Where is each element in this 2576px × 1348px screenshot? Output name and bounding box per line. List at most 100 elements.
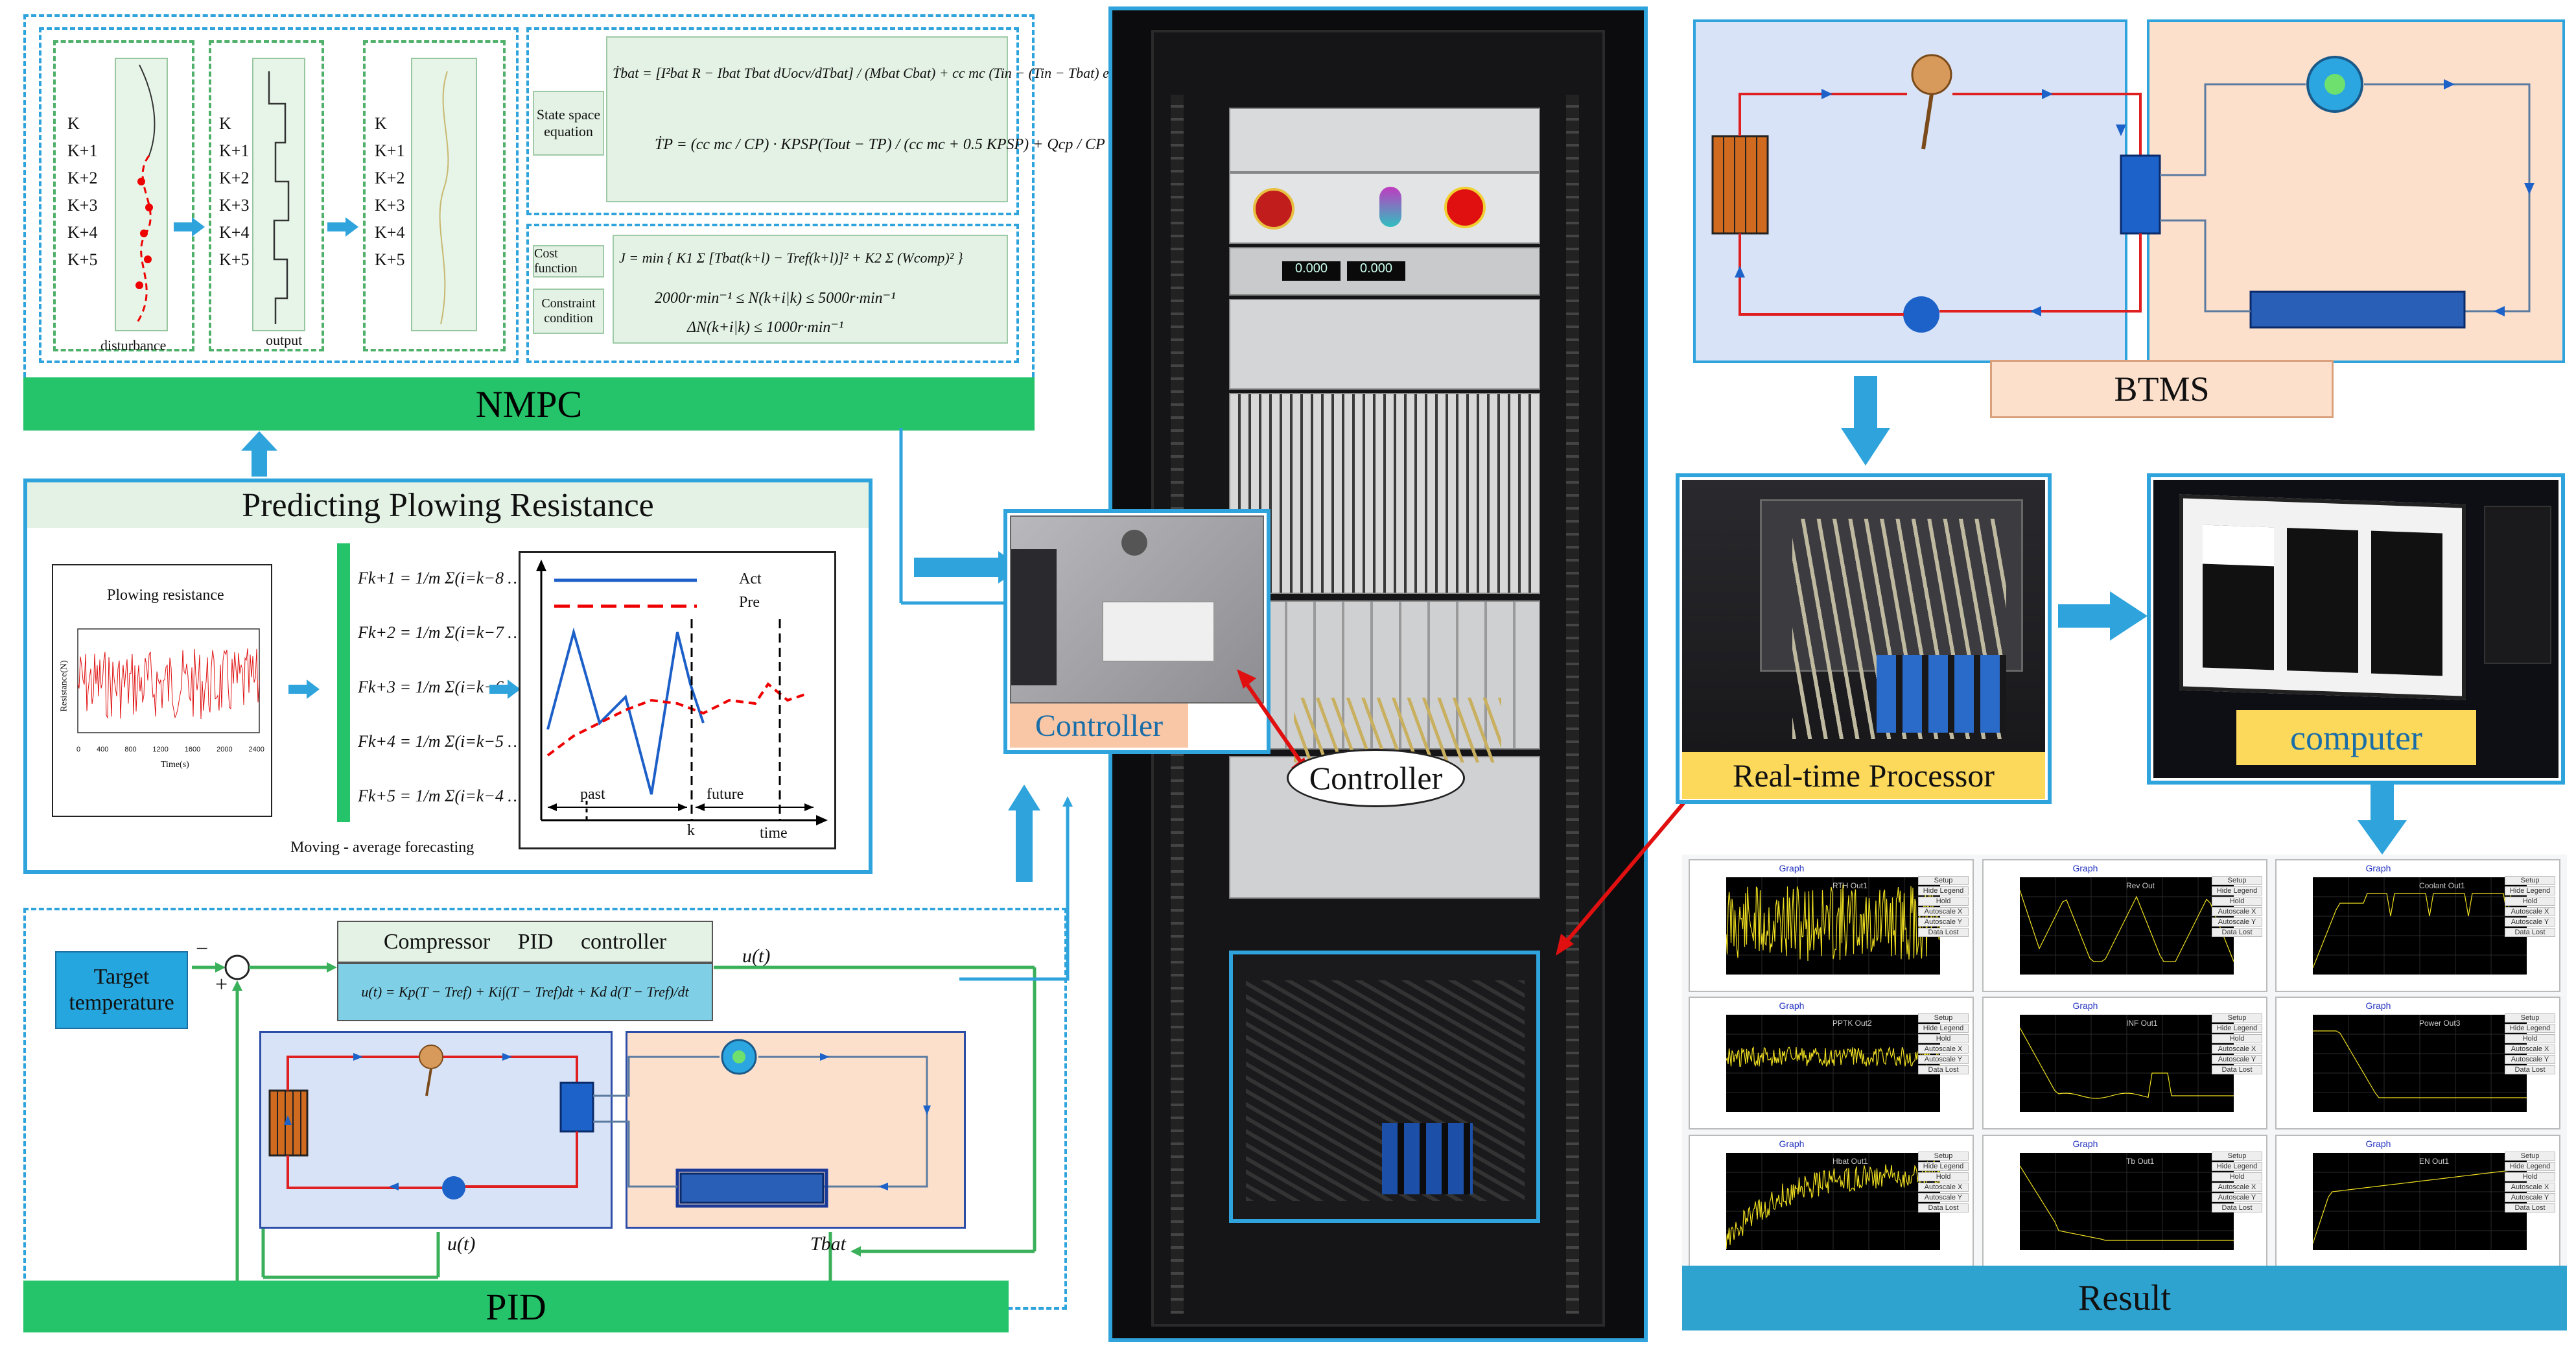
autoscale-x-toggle[interactable]: Autoscale X <box>1918 1183 1969 1192</box>
graph-series-line <box>2312 1168 2527 1244</box>
power-supply-panel: 0.000 0.000 <box>1229 247 1540 296</box>
data-lost-indicator: Data Lost <box>2212 928 2262 937</box>
autoscale-y-toggle[interactable]: Autoscale Y <box>2505 917 2555 927</box>
graph-plot <box>1726 1015 1941 1112</box>
graph-title: Graph <box>1779 1139 1805 1149</box>
autoscale-y-toggle[interactable]: Autoscale Y <box>1918 1193 1969 1202</box>
arrow-computer-to-result <box>2358 785 2407 855</box>
autoscale-x-toggle[interactable]: Autoscale X <box>2212 1183 2262 1192</box>
autoscale-y-toggle[interactable]: Autoscale Y <box>2212 1193 2262 1202</box>
output-curve <box>252 58 305 331</box>
setup-button[interactable]: Setup <box>1918 1013 1969 1023</box>
graph-plot <box>2019 877 2234 975</box>
hide-legend-button[interactable]: Hide Legend <box>2212 1162 2262 1171</box>
hold-button[interactable]: Hold <box>2212 1034 2262 1043</box>
constraint-label: Constraint condition <box>533 289 604 334</box>
hide-legend-button[interactable]: Hide Legend <box>2212 886 2262 895</box>
plowing-noise <box>77 628 260 733</box>
setup-button[interactable]: Setup <box>2505 1013 2555 1023</box>
hold-button[interactable]: Hold <box>2505 1172 2555 1181</box>
autoscale-x-toggle[interactable]: Autoscale X <box>2505 1183 2555 1192</box>
graph-legend: EN Out1 <box>2419 1157 2450 1166</box>
pid-title: PID <box>23 1281 1009 1332</box>
autoscale-y-toggle[interactable]: Autoscale Y <box>1918 1055 1969 1064</box>
hide-legend-button[interactable]: Hide Legend <box>1918 1162 1969 1171</box>
setup-button[interactable]: Setup <box>2505 876 2555 885</box>
autoscale-x-toggle[interactable]: Autoscale X <box>2505 907 2555 916</box>
result-curve-box <box>363 40 506 351</box>
state-equation-2: ṪP = (cc mc / CP) · KPSP(Tout − TP) / (c… <box>655 136 1105 153</box>
nmpc-title: NMPC <box>23 377 1035 431</box>
autoscale-y-toggle[interactable]: Autoscale Y <box>2505 1193 2555 1202</box>
graph-legend: Hbat Out1 <box>1832 1157 1868 1166</box>
autoscale-x-toggle[interactable]: Autoscale X <box>2212 1045 2262 1054</box>
formula-green-bar <box>337 543 350 822</box>
btms-schematic <box>1711 54 2535 333</box>
pid-minus: − <box>196 937 209 961</box>
cost-equation: J = min { K1 Σ [Tbat(k+l) − Tref(k+l)]² … <box>619 250 963 266</box>
cost-eq-box <box>613 235 1008 344</box>
setup-button[interactable]: Setup <box>1918 876 1969 885</box>
graph-series-line <box>2019 1165 2234 1241</box>
graph-series-line <box>2313 1030 2527 1098</box>
controller-label: Controller <box>1010 704 1188 748</box>
setup-button[interactable]: Setup <box>1918 1152 1969 1161</box>
hide-legend-button[interactable]: Hide Legend <box>2505 1162 2555 1171</box>
monitor-graphs <box>2203 525 2442 676</box>
hide-legend-button[interactable]: Hide Legend <box>2505 886 2555 895</box>
autoscale-y-toggle[interactable]: Autoscale Y <box>2212 917 2262 927</box>
graph-series-line <box>1726 884 1941 962</box>
autoscale-y-toggle[interactable]: Autoscale Y <box>2212 1055 2262 1064</box>
hide-legend-button[interactable]: Hide Legend <box>2212 1024 2262 1033</box>
graph-legend: PPTK Out2 <box>1832 1019 1872 1028</box>
ppr-panel <box>23 479 872 874</box>
result-title: Result <box>1682 1266 2567 1330</box>
autoscale-x-toggle[interactable]: Autoscale X <box>1918 907 1969 916</box>
hold-button[interactable]: Hold <box>2212 1172 2262 1181</box>
hold-button[interactable]: Hold <box>1918 1034 1969 1043</box>
constraint-equation-1: 2000r·min⁻¹ ≤ N(k+i|k) ≤ 5000r·min⁻¹ <box>655 290 896 307</box>
graph-title: Graph <box>1779 1000 1805 1011</box>
setup-button[interactable]: Setup <box>2212 876 2262 885</box>
hold-button[interactable]: Hold <box>1918 1172 1969 1181</box>
hold-button[interactable]: Hold <box>1918 897 1969 906</box>
graph-title: Graph <box>2365 1000 2391 1011</box>
setup-button[interactable]: Setup <box>2212 1152 2262 1161</box>
pid-u-t-bottom: u(t) <box>447 1233 476 1255</box>
hold-button[interactable]: Hold <box>2505 1034 2555 1043</box>
panel-top <box>1229 108 1540 172</box>
setup-button[interactable]: Setup <box>2212 1013 2262 1023</box>
hold-button[interactable]: Hold <box>2505 897 2555 906</box>
setup-button[interactable]: Setup <box>2505 1152 2555 1161</box>
autoscale-x-toggle[interactable]: Autoscale X <box>2212 907 2262 916</box>
autoscale-x-toggle[interactable]: Autoscale X <box>1918 1045 1969 1054</box>
past-label: past <box>580 786 605 803</box>
hold-button[interactable]: Hold <box>2212 897 2262 906</box>
graph-title: Graph <box>2072 1139 2098 1149</box>
indicator-icon <box>1379 187 1401 227</box>
hide-legend-button[interactable]: Hide Legend <box>1918 1024 1969 1033</box>
autoscale-y-toggle[interactable]: Autoscale Y <box>2505 1055 2555 1064</box>
autoscale-y-toggle[interactable]: Autoscale Y <box>1918 917 1969 927</box>
graph-title: Graph <box>2072 863 2098 873</box>
arrow-output-to-result <box>327 217 358 237</box>
hide-legend-button[interactable]: Hide Legend <box>1918 886 1969 895</box>
hide-legend-button[interactable]: Hide Legend <box>2505 1024 2555 1033</box>
autoscale-x-toggle[interactable]: Autoscale X <box>2505 1045 2555 1054</box>
time-label: time <box>760 825 788 842</box>
